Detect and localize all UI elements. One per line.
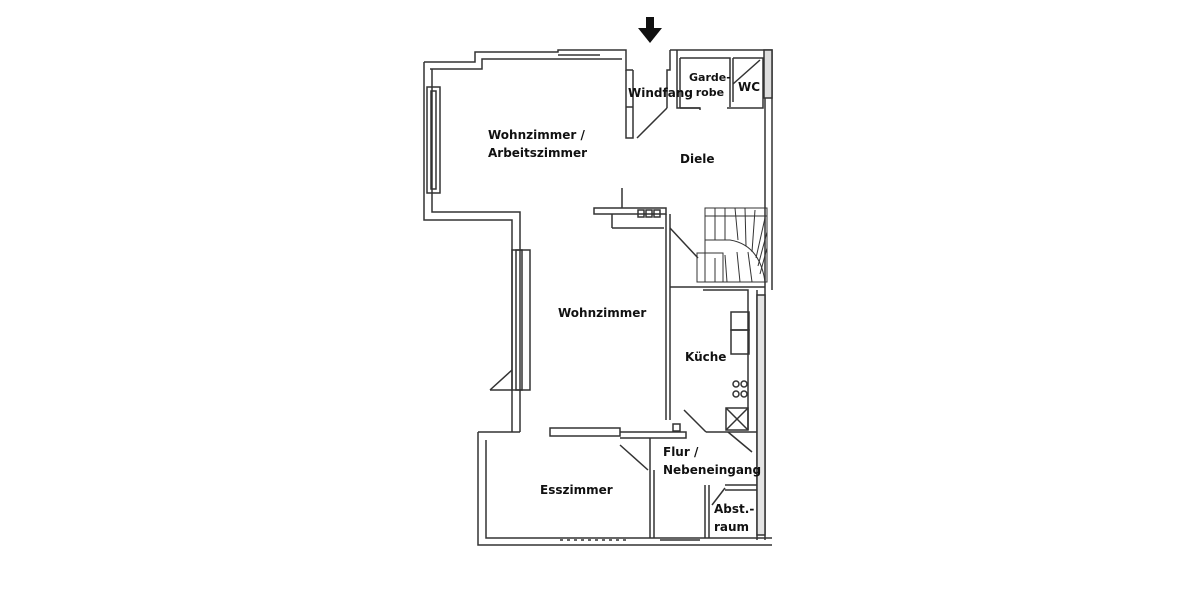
room-label-kueche: Küche xyxy=(685,350,727,364)
room-label-wohnzimmer: Wohnzimmer xyxy=(558,306,647,320)
entrance-arrow-icon xyxy=(638,17,662,43)
room-label-flur-line1: Flur / xyxy=(663,445,699,459)
room-label-esszimmer: Esszimmer xyxy=(540,483,613,497)
room-label-wohn-arbeit-line1: Wohnzimmer / xyxy=(488,128,585,142)
room-label-wc: WC xyxy=(738,80,761,94)
room-label-flur-nebeneingang: Flur / Nebeneingang xyxy=(663,443,761,479)
room-label-garderobe: Garde- robe xyxy=(689,70,731,100)
room-label-garderobe-line1: Garde- xyxy=(689,71,731,84)
room-label-abstellraum: Abst.- raum xyxy=(714,500,754,536)
room-label-diele: Diele xyxy=(680,152,715,166)
room-label-wohnzimmer-arbeitszimmer: Wohnzimmer / Arbeitszimmer xyxy=(488,126,587,162)
room-label-wohn-arbeit-line2: Arbeitszimmer xyxy=(488,146,588,160)
room-label-windfang: Windfang xyxy=(628,86,693,100)
room-label-abst-line1: Abst.- xyxy=(714,502,755,516)
room-label-flur-line2: Nebeneingang xyxy=(663,463,762,477)
room-label-garderobe-line2: robe xyxy=(695,86,725,99)
room-label-abst-line2: raum xyxy=(714,520,750,534)
